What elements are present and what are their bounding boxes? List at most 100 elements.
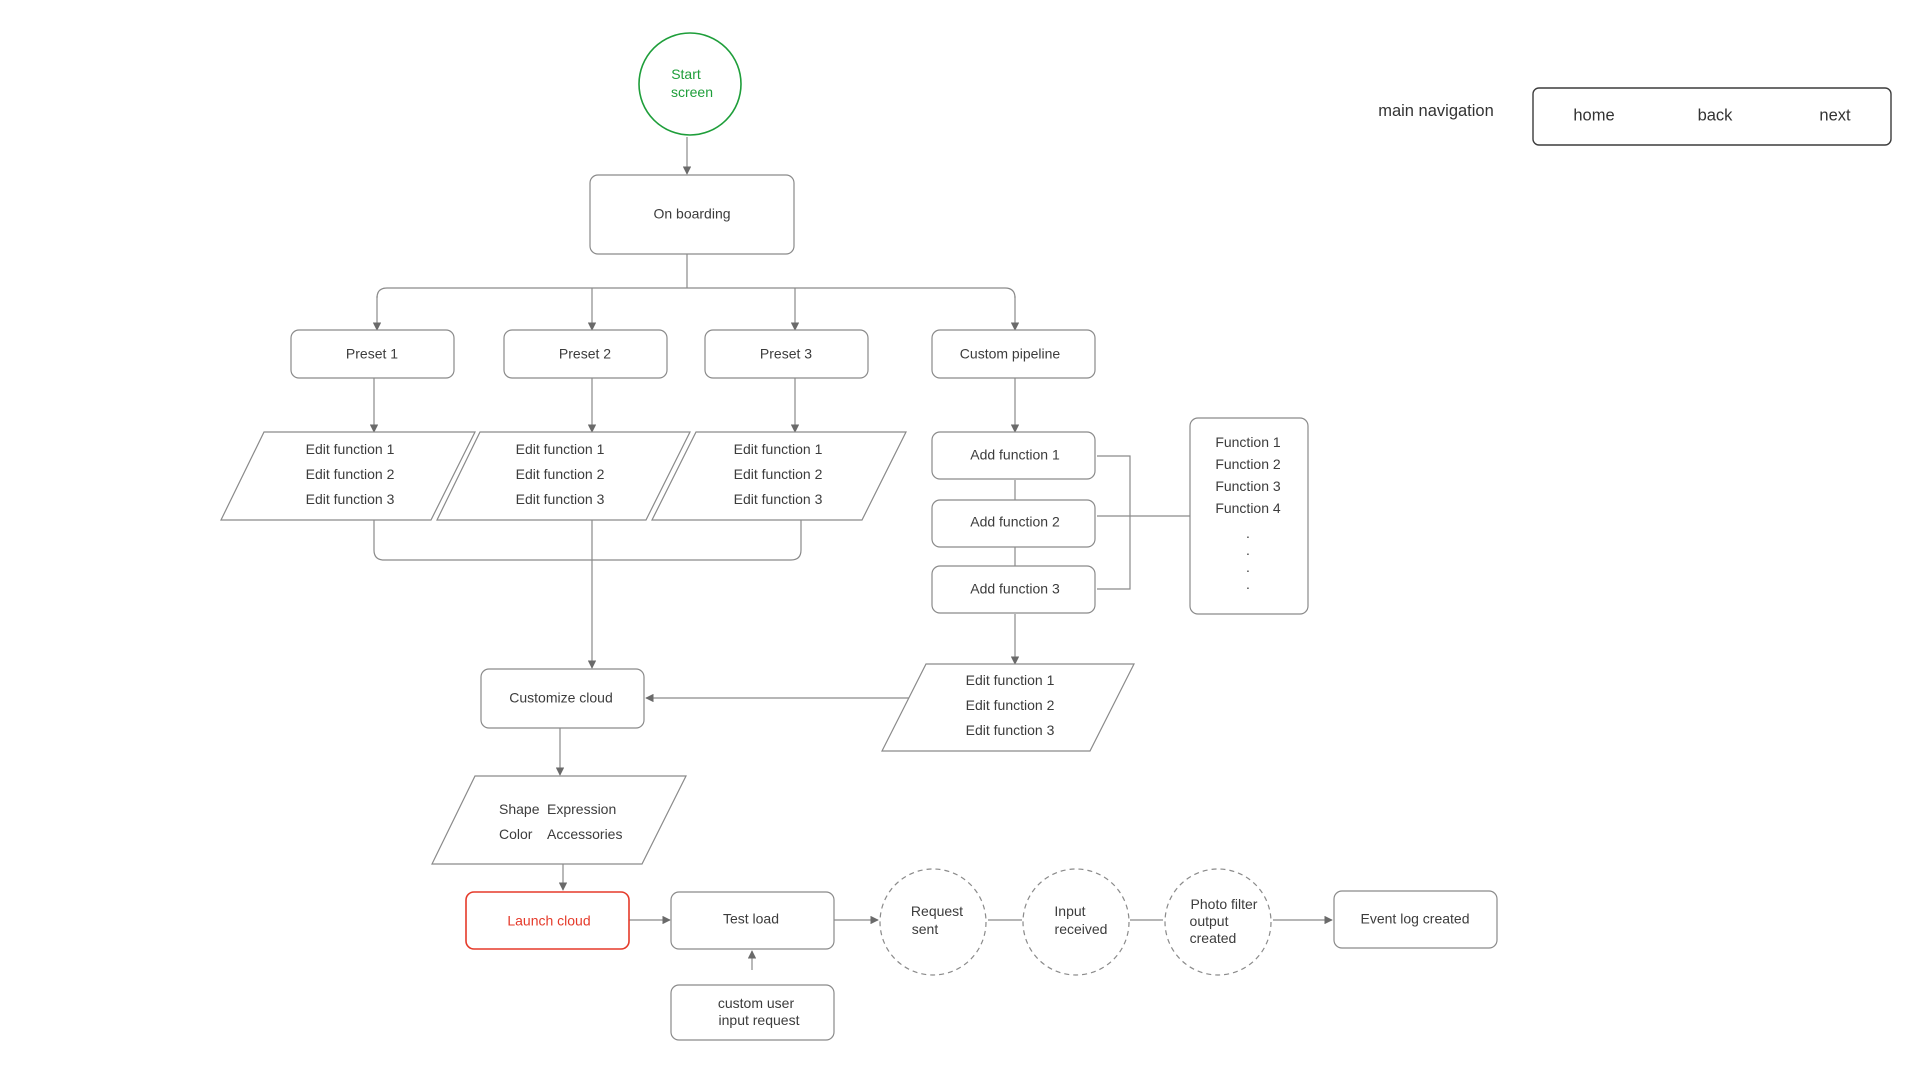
add-function-2-node[interactable]: Add function 2 bbox=[931, 499, 1096, 548]
event-log-node[interactable]: Event log created bbox=[1333, 890, 1498, 949]
edit-function-2-label: Edit function 2 bbox=[306, 466, 395, 482]
edit-function-3-label: Edit function 3 bbox=[516, 491, 605, 507]
edit-function-1-label: Edit function 1 bbox=[306, 441, 395, 457]
preset-1-box bbox=[290, 329, 455, 379]
photo-filter-label-2: output bbox=[1190, 913, 1229, 929]
edit-function-3-label: Edit function 3 bbox=[306, 491, 395, 507]
edit-function-2-label: Edit function 2 bbox=[966, 697, 1055, 713]
customize-cloud-box bbox=[480, 668, 645, 729]
function-list-box bbox=[1189, 417, 1309, 615]
color-label: Color bbox=[499, 826, 533, 842]
onboarding-node[interactable]: On boarding bbox=[589, 174, 795, 255]
preset-2-edit-functions[interactable]: Edit function 1 Edit function 2 Edit fun… bbox=[436, 431, 691, 521]
function-2-label: Function 2 bbox=[1215, 456, 1281, 472]
custom-pipeline-box bbox=[931, 329, 1096, 379]
add-function-1-box bbox=[931, 431, 1096, 480]
input-received-node[interactable]: Input received bbox=[1022, 868, 1130, 976]
request-sent-circle bbox=[879, 868, 987, 976]
ellipsis-dot: . bbox=[1246, 559, 1250, 575]
add-function-2-box bbox=[931, 499, 1096, 548]
request-sent-label-2: sent bbox=[912, 921, 939, 937]
start-screen-node[interactable]: Start screen bbox=[638, 32, 742, 136]
edit-function-3-label: Edit function 3 bbox=[734, 491, 823, 507]
preset-3-label: Preset 3 bbox=[760, 346, 812, 362]
connector-function-list bbox=[1097, 455, 1190, 590]
custom-input-label-1: custom user bbox=[718, 995, 795, 1011]
expression-label: Expression bbox=[547, 801, 616, 817]
photo-filter-circle bbox=[1164, 868, 1272, 976]
add-function-1-label: Add function 1 bbox=[970, 447, 1060, 463]
custom-input-box bbox=[670, 984, 835, 1041]
accessories-label: Accessories bbox=[547, 826, 622, 842]
custom-input-node[interactable]: custom user input request bbox=[670, 984, 835, 1041]
launch-cloud-box bbox=[465, 891, 630, 950]
edit-function-1-label: Edit function 1 bbox=[966, 672, 1055, 688]
test-load-box bbox=[670, 891, 835, 950]
attributes-shape bbox=[431, 775, 687, 865]
custom-pipeline-node[interactable]: Custom pipeline bbox=[931, 329, 1096, 379]
function-4-label: Function 4 bbox=[1215, 500, 1281, 516]
preset-2-node[interactable]: Preset 2 bbox=[503, 329, 668, 379]
function-3-label: Function 3 bbox=[1215, 478, 1281, 494]
add-function-3-label: Add function 3 bbox=[970, 581, 1060, 597]
custom-edit-functions[interactable]: Edit function 1 Edit function 2 Edit fun… bbox=[881, 663, 1135, 752]
custom-pipeline-label: Custom pipeline bbox=[960, 346, 1061, 362]
add-function-3-node[interactable]: Add function 3 bbox=[931, 565, 1096, 614]
edit-functions-shape-custom bbox=[881, 663, 1135, 752]
start-screen-circle bbox=[638, 32, 742, 136]
test-load-label: Test load bbox=[723, 911, 779, 927]
add-function-1-node[interactable]: Add function 1 bbox=[931, 431, 1096, 480]
input-received-label-1: Input bbox=[1054, 903, 1085, 919]
customize-cloud-label: Customize cloud bbox=[509, 690, 613, 706]
launch-cloud-node[interactable]: Launch cloud bbox=[465, 891, 630, 950]
ellipsis-dot: . bbox=[1246, 542, 1250, 558]
connector-onboarding-branch bbox=[376, 254, 1016, 299]
nav-back-button[interactable]: back bbox=[1698, 106, 1734, 124]
preset-3-node[interactable]: Preset 3 bbox=[704, 329, 869, 379]
launch-cloud-label: Launch cloud bbox=[507, 913, 590, 929]
nav-next-button[interactable]: next bbox=[1819, 106, 1851, 124]
onboarding-label: On boarding bbox=[653, 206, 730, 222]
ellipsis-dot: . bbox=[1246, 525, 1250, 541]
preset-3-edit-functions[interactable]: Edit function 1 Edit function 2 Edit fun… bbox=[651, 431, 907, 521]
add-function-2-label: Add function 2 bbox=[970, 514, 1060, 530]
request-sent-node[interactable]: Request sent bbox=[879, 868, 987, 976]
edit-function-2-label: Edit function 2 bbox=[734, 466, 823, 482]
shape-label: Shape bbox=[499, 801, 540, 817]
preset-1-edit-functions[interactable]: Edit function 1 Edit function 2 Edit fun… bbox=[220, 431, 476, 521]
ellipsis-dot: . bbox=[1246, 576, 1250, 592]
onboarding-box bbox=[589, 174, 795, 255]
connectors bbox=[369, 137, 1333, 970]
event-log-box bbox=[1333, 890, 1498, 949]
edit-functions-shape-3 bbox=[651, 431, 907, 521]
cloud-attributes[interactable]: Shape Expression Color Accessories bbox=[431, 775, 687, 865]
photo-filter-node[interactable]: Photo filter output created bbox=[1164, 868, 1272, 976]
edit-function-1-label: Edit function 1 bbox=[734, 441, 823, 457]
edit-functions-shape-1 bbox=[220, 431, 476, 521]
preset-1-label: Preset 1 bbox=[346, 346, 398, 362]
nav-home-button[interactable]: home bbox=[1573, 106, 1614, 124]
input-received-label-2: received bbox=[1055, 921, 1108, 937]
preset-1-node[interactable]: Preset 1 bbox=[290, 329, 455, 379]
preset-2-box bbox=[503, 329, 668, 379]
request-sent-label-1: Request bbox=[911, 903, 963, 919]
navigation-label: main navigation bbox=[1378, 102, 1494, 120]
preset-3-box bbox=[704, 329, 869, 379]
input-received-circle bbox=[1022, 868, 1130, 976]
event-log-label: Event log created bbox=[1361, 911, 1470, 927]
function-list-node[interactable]: Function 1 Function 2 Function 3 Functio… bbox=[1189, 417, 1309, 615]
start-screen-label-1: Start bbox=[671, 66, 701, 82]
customize-cloud-node[interactable]: Customize cloud bbox=[480, 668, 645, 729]
edit-functions-shape-2 bbox=[436, 431, 691, 521]
custom-input-label-2: input request bbox=[719, 1012, 800, 1028]
photo-filter-label-1: Photo filter bbox=[1191, 896, 1258, 912]
add-function-3-box bbox=[931, 565, 1096, 614]
edit-function-2-label: Edit function 2 bbox=[516, 466, 605, 482]
navigation-bar bbox=[1532, 87, 1892, 146]
preset-2-label: Preset 2 bbox=[559, 346, 611, 362]
main-navigation: main navigation home back next bbox=[1378, 87, 1892, 146]
test-load-node[interactable]: Test load bbox=[670, 891, 835, 950]
start-screen-label-2: screen bbox=[671, 84, 713, 100]
connector-edit-merge bbox=[373, 520, 802, 561]
